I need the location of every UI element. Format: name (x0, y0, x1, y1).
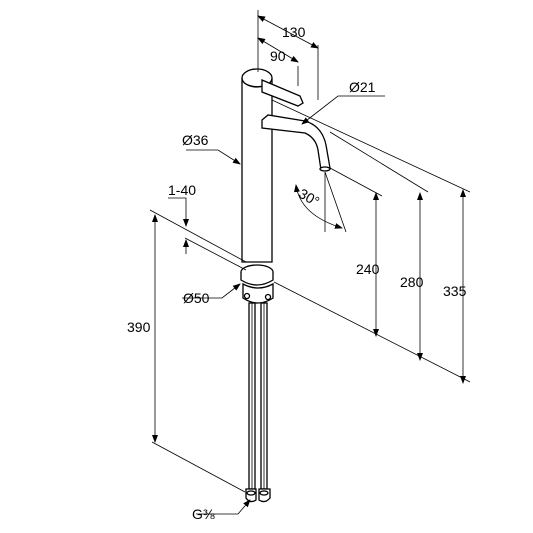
dim-line-90 (257, 37, 299, 63)
label-angle: 30° (296, 185, 322, 209)
fitting-nut-right (259, 490, 269, 496)
spout-outlet (319, 166, 331, 172)
leader-thread (196, 499, 251, 515)
label-335: 335 (443, 283, 467, 299)
leader-d50 (182, 283, 241, 299)
nut-bolt-left (243, 292, 251, 300)
label-280: 280 (400, 274, 424, 290)
lever-handle (261, 79, 304, 107)
fitting-nut-left (246, 490, 256, 496)
ext-line-deck-lower (184, 237, 247, 271)
leader-d36 (186, 149, 241, 165)
nut-bolt-right (264, 293, 272, 301)
ext-line-280-top (329, 131, 429, 193)
label-130: 130 (282, 24, 306, 40)
leader-range-top (168, 197, 189, 227)
faucet-body (240, 68, 331, 503)
leader-d21 (301, 95, 385, 125)
label-range: 1-40 (168, 182, 196, 198)
angle-arc (293, 184, 343, 229)
label-d36: Ø36 (182, 132, 209, 148)
label-d50: Ø50 (183, 290, 210, 306)
ext-line-240-top (329, 167, 383, 197)
label-d21: Ø21 (349, 79, 376, 95)
dim-line-130 (257, 15, 319, 49)
dimension-lines (149, 10, 471, 515)
label-thread: G⅜ (192, 506, 215, 522)
label-390: 390 (127, 319, 151, 335)
ext-line-deck-upper (149, 209, 247, 263)
ext-line-hose-end (151, 441, 246, 493)
base-flange (240, 272, 274, 286)
faucet-column (241, 78, 273, 263)
ext-line-base (273, 281, 471, 383)
ext-line-335-top (271, 99, 471, 193)
label-240: 240 (356, 261, 380, 277)
label-90: 90 (270, 48, 286, 64)
